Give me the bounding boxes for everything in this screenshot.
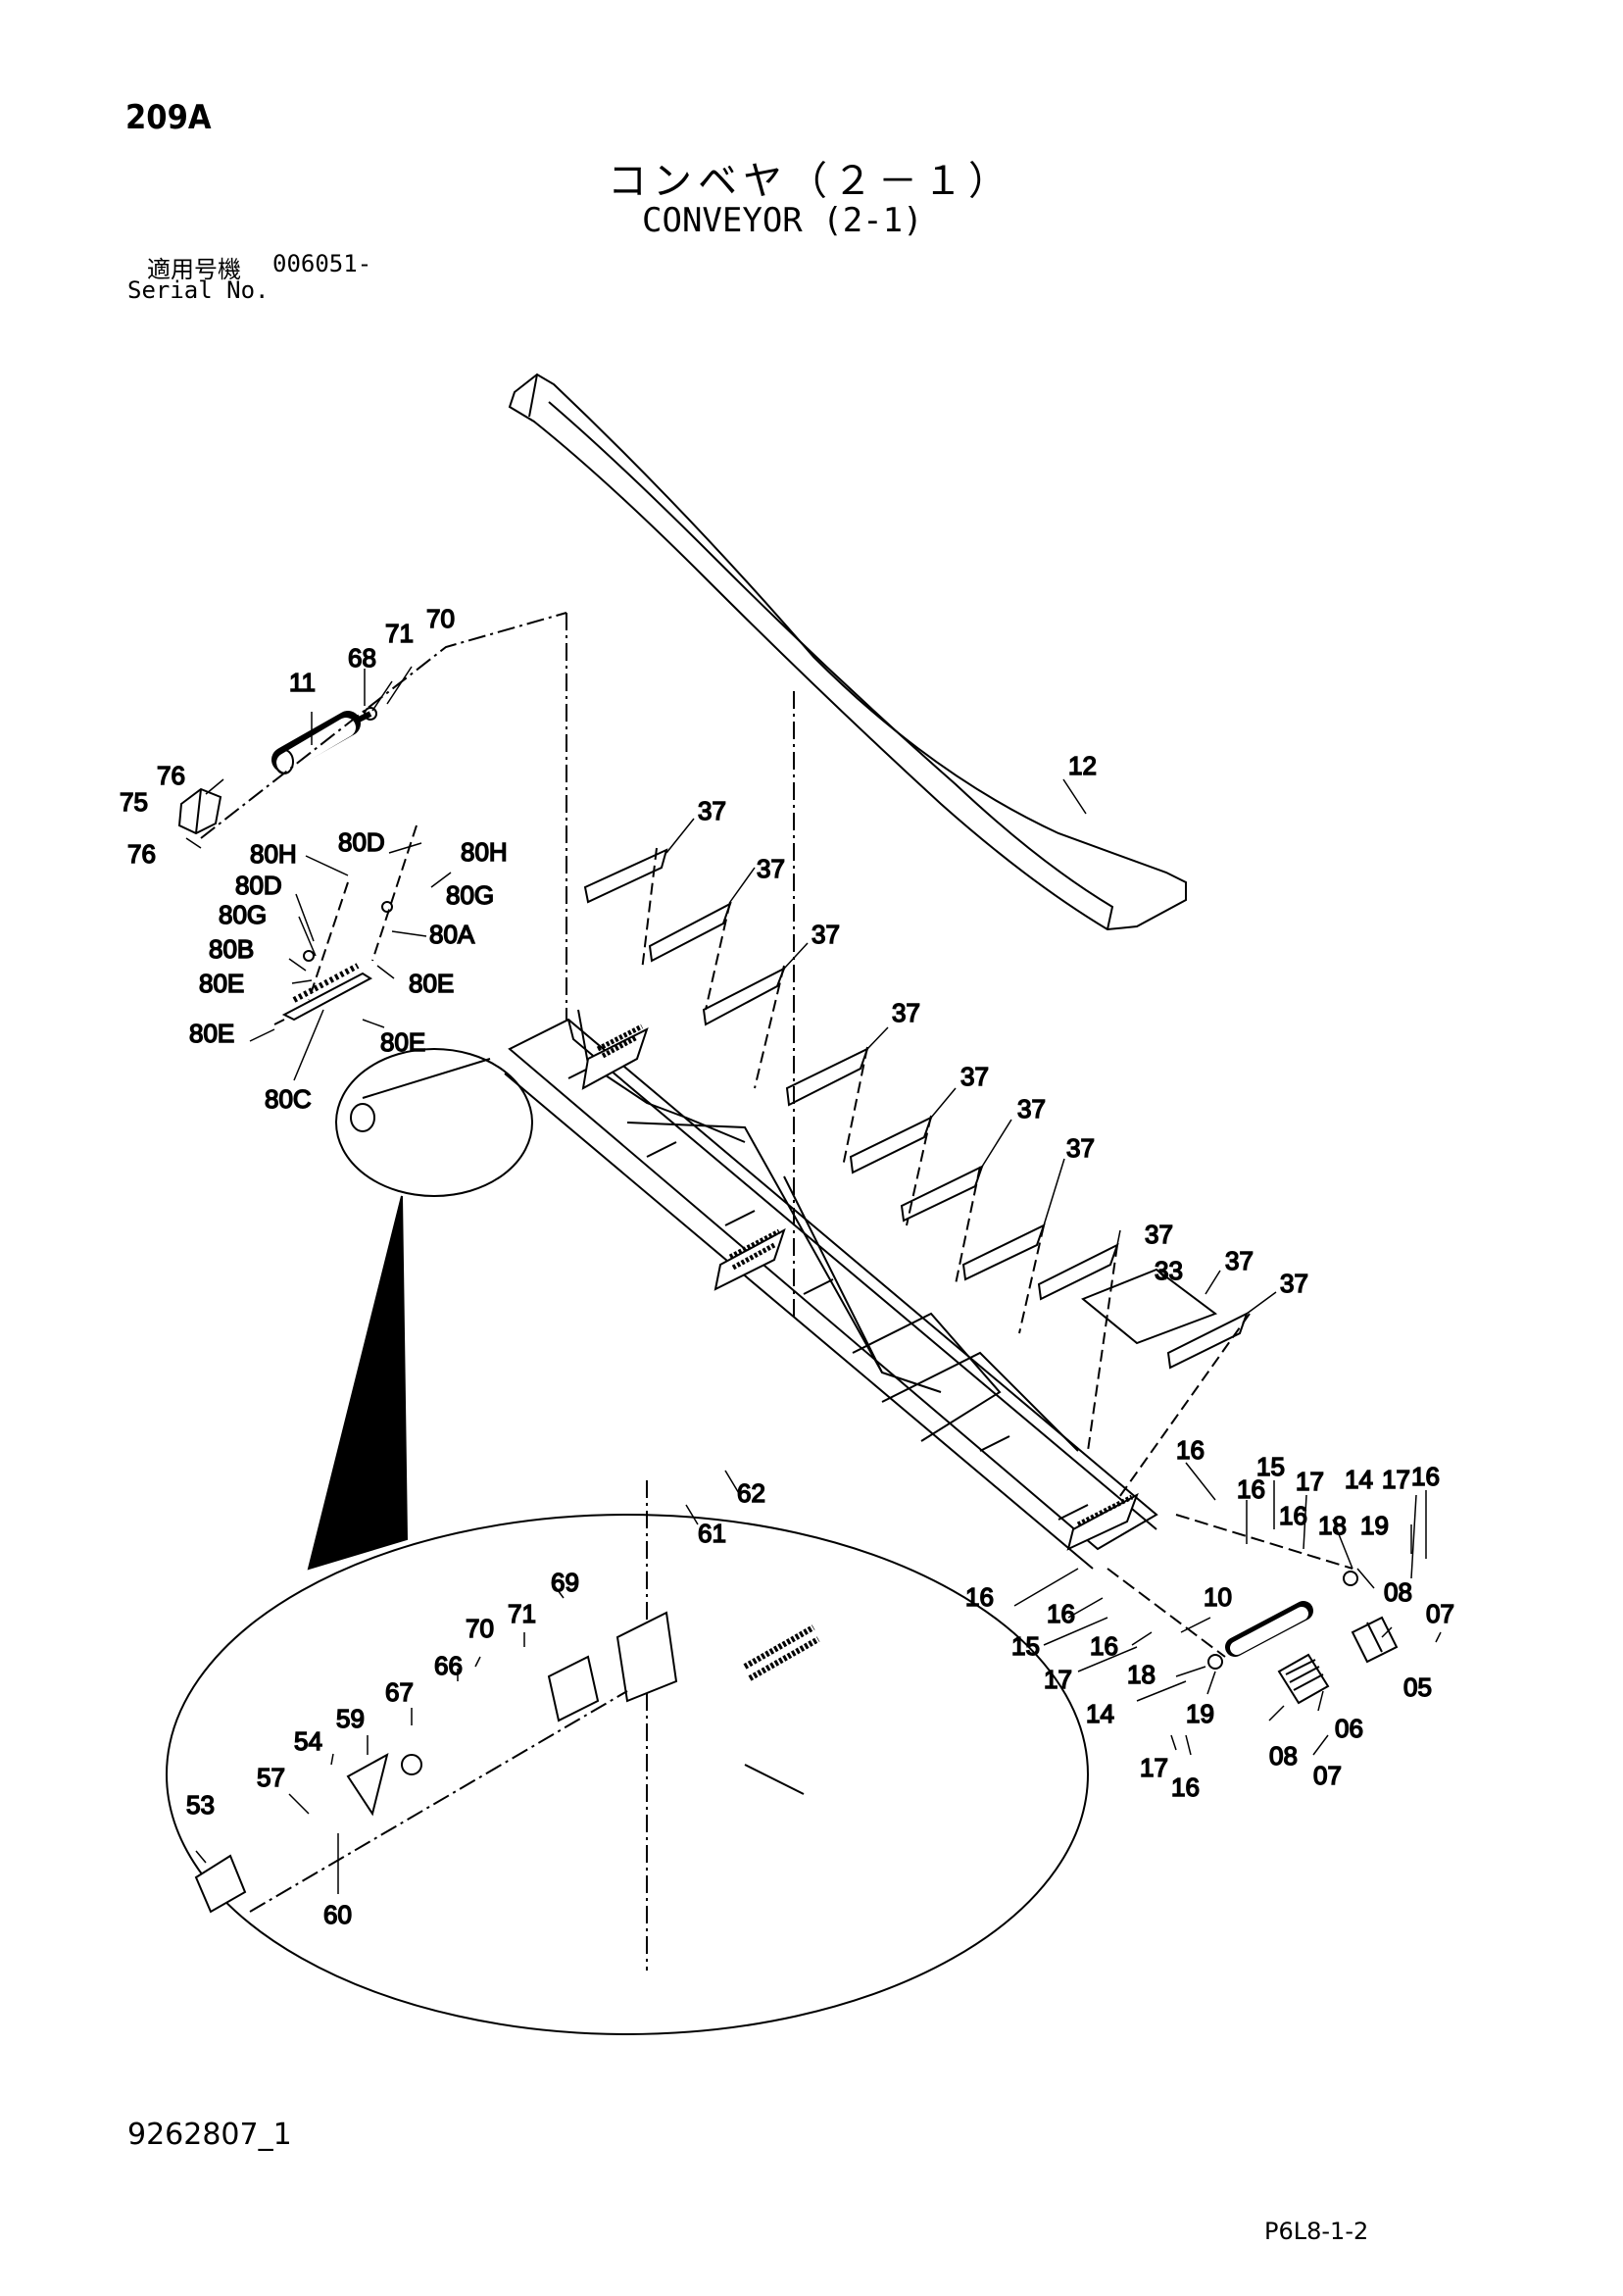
callout-19: 19 xyxy=(1186,1699,1214,1728)
callout-37: 37 xyxy=(960,1062,989,1091)
callout-71: 71 xyxy=(508,1599,536,1628)
callout-69: 69 xyxy=(551,1568,579,1597)
callout-16: 16 xyxy=(1090,1631,1118,1661)
callout-15: 15 xyxy=(1256,1452,1285,1481)
callout-16: 16 xyxy=(1176,1435,1205,1465)
callout-80h: 80H xyxy=(461,837,508,867)
callout-16: 16 xyxy=(1411,1462,1440,1491)
callout-16: 16 xyxy=(1237,1474,1265,1504)
callout-18: 18 xyxy=(1127,1660,1156,1689)
conveyor-belt xyxy=(508,373,1187,931)
idlers xyxy=(583,847,1251,1501)
callout-37: 37 xyxy=(698,796,726,825)
serial-label-japanese: 適用号機 xyxy=(147,256,241,283)
callout-80g: 80G xyxy=(446,880,494,910)
callout-80c: 80C xyxy=(265,1084,312,1114)
page-number: 209A xyxy=(125,98,212,137)
callout-71: 71 xyxy=(385,619,414,648)
scraper-assembly xyxy=(273,824,418,1025)
callout-76: 76 xyxy=(157,761,185,790)
serial-label-english: Serial No. xyxy=(127,276,270,304)
callout-07: 07 xyxy=(1313,1761,1342,1790)
callout-37: 37 xyxy=(892,998,920,1027)
callout-80e: 80E xyxy=(189,1019,234,1048)
callout-62: 62 xyxy=(737,1478,765,1508)
title-english: CONVEYOR (2-1) xyxy=(642,201,923,240)
callout-08: 08 xyxy=(1269,1741,1298,1771)
callout-17: 17 xyxy=(1296,1467,1324,1496)
callout-17: 17 xyxy=(1044,1665,1072,1694)
tail-pulley xyxy=(1107,1514,1358,1670)
take-up-plates xyxy=(1277,1616,1399,1705)
callout-54: 54 xyxy=(294,1726,322,1756)
callout-06: 06 xyxy=(1335,1714,1363,1743)
page-code: P6L8-1-2 xyxy=(1264,2218,1369,2245)
callout-12: 12 xyxy=(1068,751,1097,780)
callout-80d: 80D xyxy=(338,827,385,857)
callouts: 70 71 68 11 12 76 75 76 80H 80D 80H 80D … xyxy=(119,603,1454,1930)
callout-05: 05 xyxy=(1403,1672,1432,1702)
callout-53: 53 xyxy=(186,1790,215,1820)
callout-59: 59 xyxy=(336,1704,365,1733)
callout-19: 19 xyxy=(1360,1511,1389,1540)
callout-07: 07 xyxy=(1426,1599,1454,1628)
callout-14: 14 xyxy=(1086,1699,1114,1728)
callout-37: 37 xyxy=(1066,1133,1095,1163)
callout-67: 67 xyxy=(385,1677,414,1707)
callout-37: 37 xyxy=(1280,1269,1308,1298)
callout-80h: 80H xyxy=(250,839,297,869)
assembly-guide-lines xyxy=(200,612,795,1971)
callout-37: 37 xyxy=(812,920,840,949)
callout-37: 37 xyxy=(1017,1094,1046,1123)
callout-70: 70 xyxy=(426,604,455,633)
callout-80b: 80B xyxy=(209,934,254,964)
drawing-number: 9262807_1 xyxy=(127,2118,292,2152)
callout-80d: 80D xyxy=(235,871,282,900)
callout-16: 16 xyxy=(1171,1772,1200,1802)
serial-number-value: 006051- xyxy=(272,250,372,277)
callout-14: 14 xyxy=(1345,1465,1373,1494)
callout-10: 10 xyxy=(1204,1582,1232,1612)
callout-15: 15 xyxy=(1011,1631,1040,1661)
head-pulley xyxy=(271,707,377,774)
title-japanese: コンベヤ（２－１） xyxy=(608,159,1013,204)
callout-18: 18 xyxy=(1318,1511,1347,1540)
callout-80e: 80E xyxy=(199,969,244,998)
callout-75: 75 xyxy=(120,787,148,817)
callout-80a: 80A xyxy=(429,920,475,949)
callout-37: 37 xyxy=(1225,1246,1254,1275)
callout-76: 76 xyxy=(127,839,156,869)
callout-57: 57 xyxy=(257,1763,285,1792)
callout-37: 37 xyxy=(1145,1220,1173,1249)
callout-80e: 80E xyxy=(380,1027,425,1057)
callout-33: 33 xyxy=(1155,1256,1183,1285)
callout-16: 16 xyxy=(1279,1501,1307,1530)
callout-11: 11 xyxy=(289,668,316,697)
callout-61: 61 xyxy=(698,1519,726,1548)
callout-60: 60 xyxy=(323,1900,352,1929)
callout-16: 16 xyxy=(1047,1599,1075,1628)
callout-80g: 80G xyxy=(219,900,267,929)
end-bracket xyxy=(177,787,222,835)
callout-17: 17 xyxy=(1382,1465,1410,1494)
callout-16: 16 xyxy=(965,1582,994,1612)
callout-17: 17 xyxy=(1140,1753,1168,1782)
callout-08: 08 xyxy=(1384,1577,1412,1607)
detail-view xyxy=(166,1048,1089,2035)
callout-37: 37 xyxy=(757,854,785,883)
callout-70: 70 xyxy=(466,1614,494,1643)
callout-66: 66 xyxy=(434,1651,463,1680)
callout-80e: 80E xyxy=(409,969,454,998)
conveyor-frame xyxy=(504,1009,1158,1570)
callout-68: 68 xyxy=(348,643,376,673)
